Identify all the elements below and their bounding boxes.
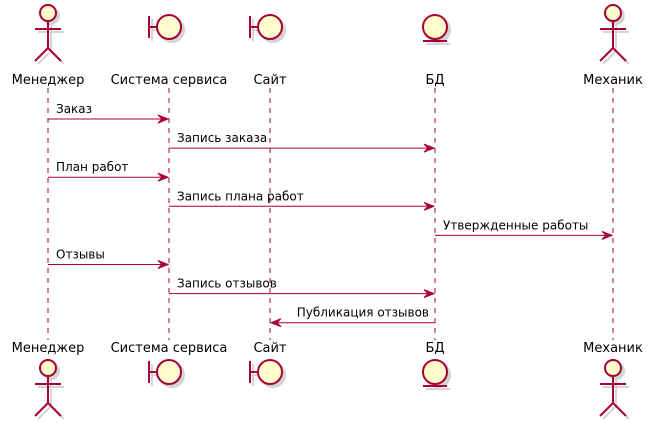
participant-service-top-boundary-icon — [148, 14, 185, 43]
participant-label-mechanic-bottom: Механик — [583, 341, 643, 356]
arrowhead-icon — [157, 172, 170, 182]
message-2: Запись заказа — [169, 131, 436, 153]
participant-label-db-bottom: БД — [425, 341, 444, 356]
arrowhead-icon — [269, 318, 282, 328]
participant-label-manager-bottom: Менеджер — [12, 341, 85, 356]
participant-manager-top-actor-icon — [34, 4, 65, 65]
message-label: Запись плана работ — [177, 189, 304, 203]
message-label: План работ — [56, 160, 128, 174]
participant-label-db-top: БД — [425, 73, 444, 88]
arrowhead-icon — [157, 260, 170, 269]
arrowhead-icon — [601, 230, 614, 240]
message-label: Отзывы — [56, 248, 105, 262]
message-5: Утвержденные работы — [435, 218, 614, 240]
message-8: Публикация отзывов — [269, 306, 435, 328]
participant-manager-bottom-actor-icon — [34, 359, 65, 420]
participant-mechanic-top-actor-icon — [599, 4, 630, 65]
participant-label-mechanic-top: Механик — [583, 73, 643, 88]
participant-site-bottom-boundary-icon — [249, 359, 286, 388]
arrowhead-icon — [423, 289, 436, 299]
message-label: Публикация отзывов — [297, 306, 429, 320]
arrowhead-icon — [157, 114, 170, 124]
participant-label-site-top: Сайт — [253, 73, 286, 88]
message-label: Заказ — [56, 102, 92, 116]
participant-label-manager-top: Менеджер — [12, 73, 85, 88]
participant-label-service-top: Система сервиса — [111, 73, 228, 88]
participant-db-bottom-entity-icon — [422, 359, 451, 390]
participant-service-bottom-boundary-icon — [148, 359, 185, 388]
participant-label-service-bottom: Система сервиса — [111, 341, 228, 356]
participant-db-top-entity-icon — [422, 14, 451, 45]
message-label: Запись заказа — [177, 131, 267, 145]
message-7: Запись отзывов — [169, 277, 436, 299]
arrowhead-icon — [423, 143, 436, 153]
message-label: Запись отзывов — [177, 277, 277, 291]
message-4: Запись плана работ — [169, 189, 436, 211]
message-3: План работ — [48, 160, 170, 182]
message-label: Утвержденные работы — [443, 218, 588, 232]
participant-label-site-bottom: Сайт — [253, 341, 286, 356]
message-6: Отзывы — [48, 248, 170, 269]
message-1: Заказ — [48, 102, 170, 124]
arrowhead-icon — [423, 201, 436, 211]
participant-site-top-boundary-icon — [249, 14, 286, 43]
participant-mechanic-bottom-actor-icon — [599, 359, 630, 420]
